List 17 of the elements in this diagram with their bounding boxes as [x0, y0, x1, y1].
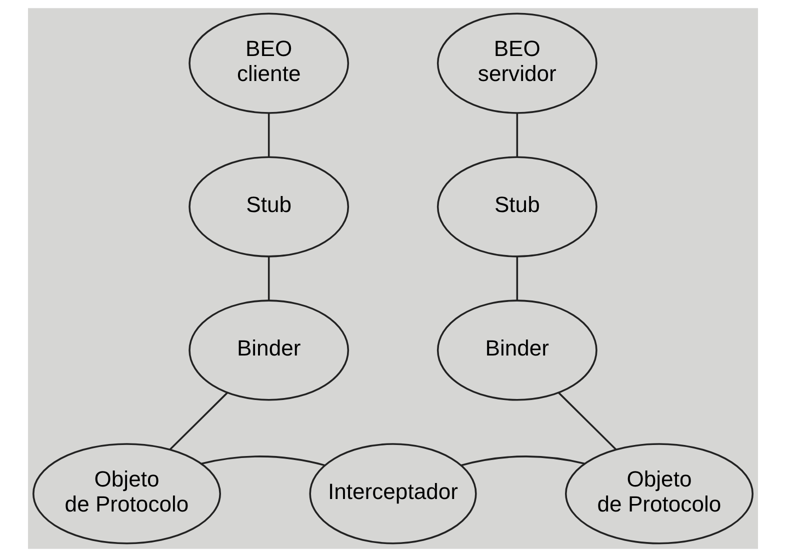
connector — [460, 456, 584, 466]
connector — [558, 392, 616, 450]
connector — [267, 256, 270, 300]
node-ellipse: Stub — [436, 156, 597, 258]
connector — [200, 456, 325, 466]
connector — [267, 113, 270, 157]
node-ellipse: Objeto de Protocolo — [32, 443, 221, 544]
node-ellipse: Binder — [436, 300, 597, 401]
node-ellipse: Stub — [188, 156, 349, 258]
node-ellipse: BEO cliente — [188, 12, 349, 114]
node-ellipse: BEO servidor — [436, 12, 597, 114]
node-ellipse: Objeto de Protocolo — [564, 443, 753, 544]
node-ellipse: Binder — [188, 300, 349, 401]
node-ellipse: Interceptador — [308, 443, 476, 544]
connector — [516, 256, 518, 300]
connector — [168, 392, 228, 450]
connector — [516, 113, 518, 157]
